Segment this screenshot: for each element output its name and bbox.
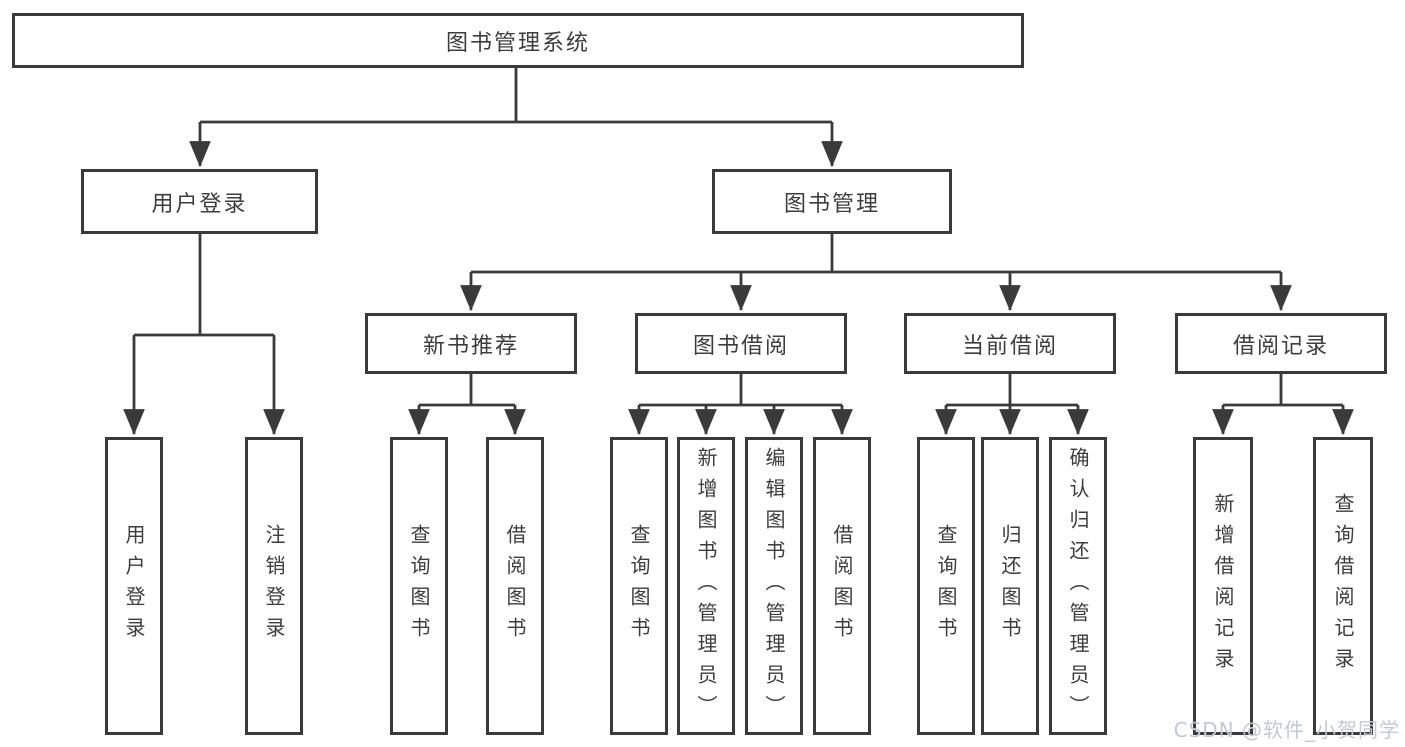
leaf-logout-label: 注销登录 bbox=[262, 524, 286, 648]
node-user-login: 用户登录 bbox=[81, 169, 318, 234]
leaf-logout: 注销登录 bbox=[245, 437, 303, 735]
leaf-borrow-books-recommend-label: 借阅图书 bbox=[503, 524, 527, 648]
node-new-book-recommend: 新书推荐 bbox=[365, 313, 577, 374]
node-current-borrowing-label: 当前借阅 bbox=[961, 333, 1058, 359]
leaf-query-books-borrowing: 查询图书 bbox=[610, 437, 668, 735]
node-book-borrowing: 图书借阅 bbox=[635, 313, 847, 374]
leaf-edit-book-admin: 编辑图书（管理员） bbox=[745, 437, 803, 735]
leaf-return-books: 归还图书 bbox=[981, 437, 1039, 735]
leaf-confirm-return-admin-label: 确认归还（管理员） bbox=[1066, 446, 1090, 726]
node-borrowing-records: 借阅记录 bbox=[1175, 313, 1387, 374]
leaf-confirm-return-admin: 确认归还（管理员） bbox=[1049, 437, 1107, 735]
leaf-borrow-books-recommend: 借阅图书 bbox=[486, 437, 544, 735]
leaf-user-login: 用户登录 bbox=[105, 437, 163, 735]
node-book-management-label: 图书管理 bbox=[783, 191, 880, 217]
leaf-query-books-current-label: 查询图书 bbox=[934, 524, 958, 648]
leaf-query-books-current: 查询图书 bbox=[917, 437, 975, 735]
csdn-watermark: CSDN @软件_小贺同学 bbox=[1173, 718, 1400, 742]
node-book-management: 图书管理 bbox=[712, 169, 952, 234]
node-user-login-label: 用户登录 bbox=[151, 191, 248, 217]
leaf-user-login-label: 用户登录 bbox=[122, 524, 146, 648]
leaf-borrow-books-borrowing-label: 借阅图书 bbox=[830, 524, 854, 648]
leaf-query-borrow-record: 查询借阅记录 bbox=[1313, 437, 1373, 735]
node-book-borrowing-label: 图书借阅 bbox=[692, 333, 789, 359]
leaf-add-borrow-record-label: 新增借阅记录 bbox=[1211, 493, 1235, 679]
node-root-system: 图书管理系统 bbox=[12, 13, 1024, 68]
leaf-add-book-admin: 新增图书（管理员） bbox=[677, 437, 735, 735]
leaf-query-borrow-record-label: 查询借阅记录 bbox=[1331, 493, 1355, 679]
leaf-add-borrow-record: 新增借阅记录 bbox=[1193, 437, 1253, 735]
leaf-return-books-label: 归还图书 bbox=[998, 524, 1022, 648]
leaf-borrow-books-borrowing: 借阅图书 bbox=[813, 437, 871, 735]
leaf-add-book-admin-label: 新增图书（管理员） bbox=[694, 446, 718, 726]
node-root-system-label: 图书管理系统 bbox=[445, 30, 590, 56]
node-current-borrowing: 当前借阅 bbox=[904, 313, 1116, 374]
node-new-book-recommend-label: 新书推荐 bbox=[422, 333, 519, 359]
leaf-edit-book-admin-label: 编辑图书（管理员） bbox=[762, 446, 786, 726]
leaf-query-books-recommend-label: 查询图书 bbox=[407, 524, 431, 648]
leaf-query-books-recommend: 查询图书 bbox=[390, 437, 448, 735]
leaf-query-books-borrowing-label: 查询图书 bbox=[627, 524, 651, 648]
node-borrowing-records-label: 借阅记录 bbox=[1232, 333, 1329, 359]
